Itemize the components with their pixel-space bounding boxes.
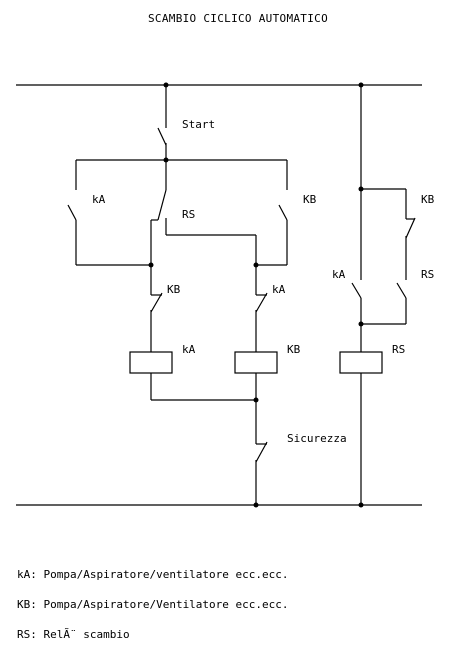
start-label: Start	[182, 118, 215, 131]
kb-interlock-contact	[150, 292, 163, 313]
rs-contact-label: RS	[182, 208, 195, 221]
legend-kb: KB: Pompa/Aspiratore/Ventilatore ecc.ecc…	[17, 598, 289, 611]
junction-dot	[253, 502, 259, 508]
right-rs-contact	[396, 282, 407, 299]
ka-coil	[129, 351, 173, 374]
ka-parallel-label: kA	[92, 193, 106, 206]
left-rung: Start kA RS KB KB	[67, 82, 347, 508]
sicurezza-label: Sicurezza	[287, 432, 347, 445]
start-contact	[157, 127, 167, 146]
kb-interlock-label: KB	[167, 283, 181, 296]
legend-rs: RS: RelÃ¨ scambio	[17, 628, 130, 641]
legend: kA: Pompa/Aspiratore/ventilatore ecc.ecc…	[17, 568, 289, 641]
right-kb-label: KB	[421, 193, 435, 206]
right-rung: KB kA RS RS	[332, 82, 435, 508]
ka-coil-label: kA	[182, 343, 196, 356]
ka-interlock-contact	[255, 292, 268, 313]
right-ka-contact	[351, 282, 362, 299]
sicurezza-contact	[255, 441, 268, 463]
right-kb-contact	[405, 217, 416, 239]
rs-coil	[339, 351, 383, 374]
ka-interlock-label: kA	[272, 283, 286, 296]
rs-contact	[157, 189, 167, 221]
kb-parallel-contact	[278, 204, 288, 221]
right-rs-label: RS	[421, 268, 434, 281]
kb-parallel-label: KB	[303, 193, 317, 206]
kb-coil-label: KB	[287, 343, 301, 356]
diagram-title: SCAMBIO CICLICO AUTOMATICO	[148, 12, 328, 25]
rs-coil-label: RS	[392, 343, 405, 356]
junction-dot	[358, 502, 364, 508]
right-ka-label: kA	[332, 268, 346, 281]
ka-parallel-contact	[67, 204, 77, 221]
kb-coil	[234, 351, 278, 374]
legend-ka: kA: Pompa/Aspiratore/ventilatore ecc.ecc…	[17, 568, 289, 581]
